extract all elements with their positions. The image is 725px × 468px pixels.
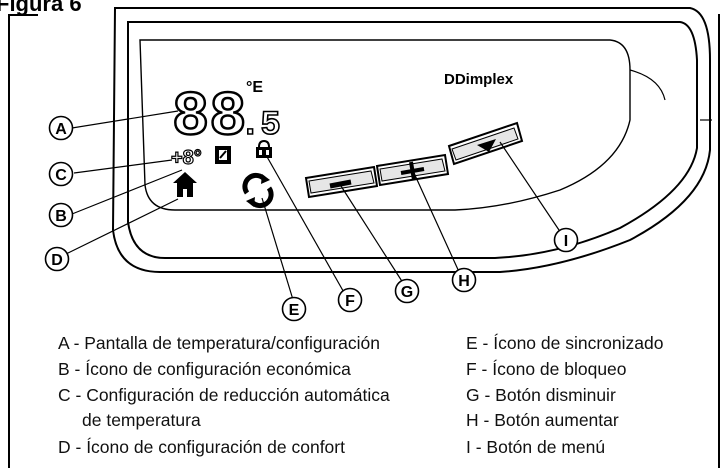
sync-icon [242,172,274,209]
callout-h: H [451,267,477,293]
leader-b [71,169,183,215]
svg-text:F: F [345,293,355,310]
svg-text:A: A [55,121,67,138]
svg-text:I: I [564,233,568,250]
leader-h [413,172,461,275]
lcd-display: 88 °E .5 +8° [170,79,282,209]
svg-text:H: H [458,273,470,290]
legend-item-e: E - Ícono de sincronizado [466,333,664,353]
leader-g [340,185,406,287]
leader-a [71,110,179,129]
callout-b: B [48,202,74,228]
increase-button[interactable] [375,153,450,187]
callout-c: C [48,161,74,187]
decimal-digit: .5 [240,107,281,145]
legend-item-h: H - Botón aumentar [466,410,619,430]
frame-right-border [718,14,720,468]
frame-top-border [8,14,38,16]
legend-item-a: A - Pantalla de temperatura/configuració… [58,333,380,353]
svg-text:E: E [289,302,300,319]
comfort-home-icon [173,172,197,197]
legend-item-c-continued: de temperatura [82,410,201,430]
legend-item-g: G - Botón disminuir [466,385,616,405]
leader-i [499,141,564,237]
leader-c [73,159,173,174]
brand-logo: DDimplex [444,71,514,88]
callout-e: E [281,296,307,322]
lock-icon [256,139,272,158]
frame-left-border [8,14,10,468]
leader-d [65,198,179,255]
svg-text:G: G [401,284,413,301]
callout-g: G [394,278,420,304]
svg-text:B: B [55,208,67,225]
legend-item-f: F - Ícono de bloqueo [466,359,627,379]
brand-logo-text: DDimplex [444,71,514,88]
callout-leader-lines [65,110,564,304]
svg-text:D: D [51,252,63,269]
svg-text:C: C [55,167,67,184]
setback-indicator: +8° [171,147,202,169]
figure-title: Figura 6 [0,0,82,16]
panel-body [111,7,712,273]
legend-item-i: I - Botón de menú [466,437,606,457]
unit-indicator: °E [246,79,263,96]
leader-e [261,197,295,304]
callout-f: F [337,287,363,313]
chevron-down-icon [477,139,496,152]
legend-item-c: C - Configuración de reducción automátic… [58,385,390,405]
temperature-digits: 88 [172,82,246,153]
menu-button[interactable] [447,121,524,166]
decrease-button[interactable] [304,165,379,199]
economy-settings-icon [215,146,231,164]
legend-item-b: B - Ícono de configuración económica [58,359,351,379]
callout-i: I [553,227,579,253]
callout-a: A [48,115,74,141]
legend-item-d: D - Ícono de configuración de confort [58,437,345,457]
leader-f [265,154,347,297]
callout-d: D [44,246,70,272]
